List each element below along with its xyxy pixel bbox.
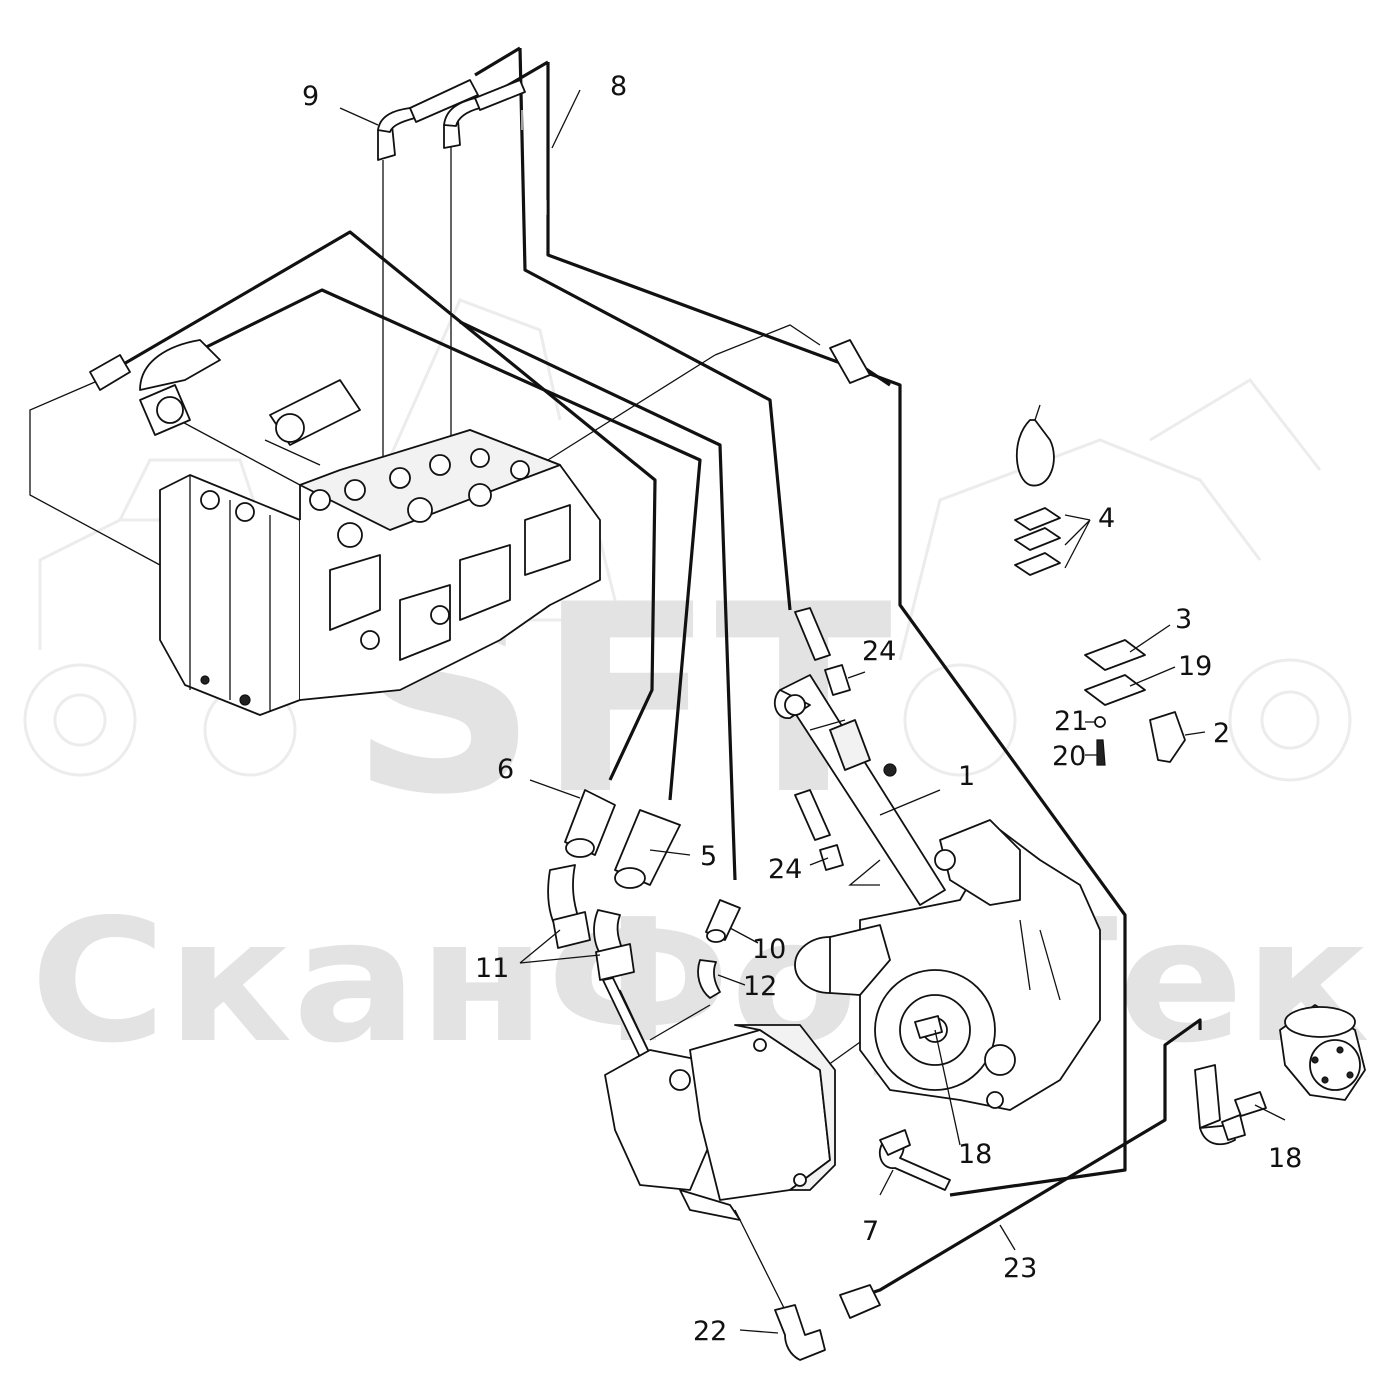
bracket-2 xyxy=(1149,711,1186,763)
pipe-mid xyxy=(459,320,737,881)
valve-fittings xyxy=(89,79,526,446)
fitting-12 xyxy=(697,959,721,999)
pipe-23 xyxy=(849,1018,1202,1302)
callout-6: 6 xyxy=(497,754,514,785)
callout-20: 20 xyxy=(1052,741,1086,772)
callout-12: 12 xyxy=(743,971,777,1002)
callout-labels: 1 2 3 4 5 6 7 8 9 10 11 12 18 18 19 20 2… xyxy=(302,71,1302,1347)
hose-fittings-middle xyxy=(547,789,741,1079)
plate-3 xyxy=(1084,639,1146,671)
control-valve-block xyxy=(159,429,601,716)
callout-18-a: 18 xyxy=(958,1139,992,1170)
fitting-24-a xyxy=(824,664,851,696)
callout-23: 23 xyxy=(1003,1253,1037,1284)
callout-1: 1 xyxy=(958,761,975,792)
callout-2: 2 xyxy=(1213,718,1230,749)
pipe-upper-left xyxy=(109,230,657,781)
callout-7: 7 xyxy=(862,1216,879,1247)
callout-3: 3 xyxy=(1175,604,1192,635)
small-fittings xyxy=(774,339,1267,1361)
callout-10: 10 xyxy=(752,934,786,965)
callout-4: 4 xyxy=(1098,503,1115,534)
fitting-22 xyxy=(774,1304,826,1361)
rotary-swivel xyxy=(1279,1004,1366,1101)
plate-4-b xyxy=(1014,527,1061,551)
plate-4-a xyxy=(1014,507,1061,531)
clamp-and-plates xyxy=(1014,404,1186,766)
fitting-18-b xyxy=(1234,1091,1267,1117)
callout-24-a: 24 xyxy=(862,636,896,667)
washer-21 xyxy=(1094,716,1106,728)
callout-9: 9 xyxy=(302,81,319,112)
callout-8: 8 xyxy=(610,71,627,102)
hose-5 xyxy=(614,809,681,886)
callout-21: 21 xyxy=(1054,706,1088,737)
callout-24-b: 24 xyxy=(768,854,802,885)
bolt-20 xyxy=(1096,739,1106,766)
watermark-machinery-outline xyxy=(23,298,1352,782)
callout-22: 22 xyxy=(693,1316,727,1347)
plate-4-c xyxy=(1014,552,1061,576)
callout-leaders xyxy=(339,89,1286,1334)
callout-11: 11 xyxy=(475,953,509,984)
callout-18-b: 18 xyxy=(1268,1143,1302,1174)
hydraulic-motor xyxy=(604,1024,836,1221)
fitting-24-b xyxy=(819,844,844,871)
pipe-upper-left-2 xyxy=(179,288,702,801)
plate-19 xyxy=(1084,674,1146,706)
callout-19: 19 xyxy=(1178,651,1212,682)
pipe-8-a xyxy=(474,46,792,611)
hydraulic-cylinder xyxy=(773,674,946,906)
callout-5: 5 xyxy=(700,841,717,872)
gearbox-housing xyxy=(794,819,1101,1111)
